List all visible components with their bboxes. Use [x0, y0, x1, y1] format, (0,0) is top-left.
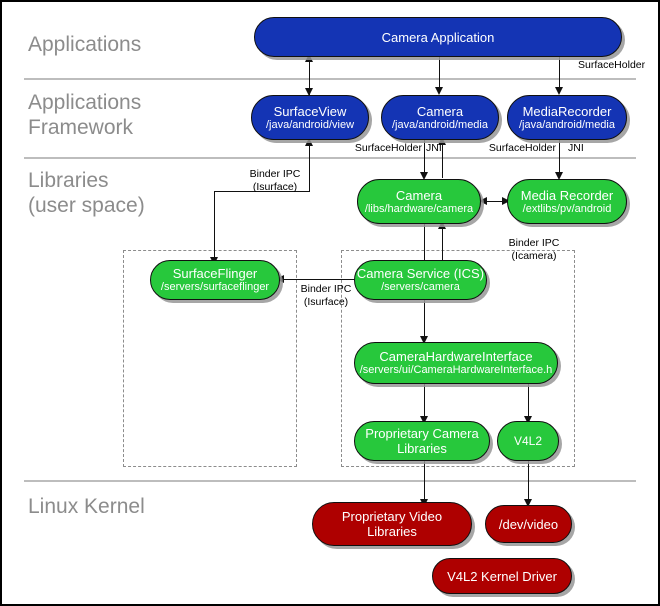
- arrowhead-up-camera-java-lib: [437, 137, 446, 145]
- connector-surfaceflinger-path-up: [309, 142, 310, 192]
- node-subtitle: /java/android/media: [391, 118, 488, 131]
- layer-label-applications-framework: Applications Framework: [28, 91, 142, 139]
- node-subtitle: /extlibs/pv/android: [522, 202, 612, 215]
- node-title: Proprietary Camera: [365, 426, 479, 441]
- connector-camera-service-surfaceflinger: [279, 279, 354, 280]
- node-subtitle: /servers/ui/CameraHardwareInterface.h: [359, 364, 553, 376]
- arrowhead-down-camera-lib: [419, 172, 428, 180]
- connector-application-mediarecorder: [559, 55, 560, 93]
- arrowhead-down-media-recorder-lib: [554, 172, 563, 180]
- arrowhead-left-camera-lib: [479, 196, 487, 205]
- edge-label-binder-ipc-isurface-service: Binder IPC (Isurface): [300, 283, 352, 308]
- edge-label-binder-ipc-isurface-top: Binder IPC (Isurface): [249, 168, 301, 193]
- arrowhead-down-dev-video: [523, 499, 532, 507]
- node-surfaceflinger[interactable]: SurfaceFlinger /servers/surfaceflinger: [150, 260, 280, 300]
- arrowhead-down-v4l2: [523, 416, 532, 424]
- edge-label-surfaceholder-app: SurfaceHolder: [578, 59, 646, 71]
- arrowhead-up-application: [304, 54, 313, 62]
- node-title: SurfaceView: [273, 103, 347, 119]
- arrowhead-down-surfaceview: [304, 88, 313, 96]
- group-box-camera-service: [341, 250, 575, 467]
- node-title: SurfaceFlinger: [172, 266, 258, 281]
- arrowhead-up-surfaceview-bottom: [304, 138, 313, 146]
- connector-binder-isurface-horizontal: [214, 191, 310, 192]
- connector-chi-v4l2: [528, 383, 529, 422]
- divider-applications: [24, 78, 636, 80]
- connector-binder-isurface-down: [214, 191, 215, 261]
- connector-application-camera-java: [439, 55, 440, 93]
- node-mediarecorder[interactable]: MediaRecorder /java/android/media: [507, 95, 627, 140]
- connector-camera-lib-media-recorder: [481, 201, 509, 202]
- node-title: V4L2 Kernel Driver: [447, 568, 557, 584]
- connector-camera-service-chi: [424, 297, 425, 342]
- node-media-recorder-lib[interactable]: Media Recorder /extlibs/pv/android: [507, 179, 627, 224]
- node-title: V4L2: [513, 433, 543, 448]
- node-title: Camera Service (ICS): [356, 266, 485, 281]
- node-subtitle: /java/android/media: [518, 118, 615, 131]
- connector-camera-service-to-lib-up: [442, 224, 443, 270]
- node-subtitle: /libs/hardware/camera: [364, 202, 474, 215]
- node-dev-video[interactable]: /dev/video: [485, 505, 572, 543]
- node-surfaceview[interactable]: SurfaceView /java/android/view: [251, 95, 369, 140]
- node-subtitle: /java/android/view: [265, 118, 355, 131]
- node-title: Camera: [416, 103, 464, 119]
- node-subtitle: /servers/camera: [381, 281, 460, 293]
- node-title: Camera Application: [381, 29, 495, 45]
- node-subtitle: /servers/surfaceflinger: [160, 281, 270, 293]
- node-v4l2-kernel-driver[interactable]: V4L2 Kernel Driver: [432, 558, 572, 594]
- arrowhead-down-chi: [419, 336, 428, 344]
- layer-label-libraries: Libraries (user space): [28, 169, 145, 217]
- node-title: /dev/video: [498, 516, 559, 532]
- edge-label-jni-mediarecorder: JNI: [568, 142, 584, 154]
- node-v4l2[interactable]: V4L2: [497, 421, 559, 461]
- arrowhead-down-mediarecorder: [554, 87, 563, 95]
- node-subtitle: Libraries: [397, 441, 447, 456]
- edge-label-surfaceholder-camera-java: SurfaceHolder: [354, 142, 422, 154]
- arrowhead-down-proprietary-camera: [419, 416, 428, 424]
- group-box-surfaceflinger: [123, 250, 297, 467]
- connector-v4l2-dev-video: [528, 459, 529, 505]
- node-camera-application[interactable]: Camera Application: [254, 17, 622, 57]
- arrowhead-down-camera-java: [434, 87, 443, 95]
- node-title: MediaRecorder: [522, 103, 612, 119]
- connector-camera-lib-to-service-down: [424, 224, 425, 270]
- edge-label-surfaceholder-mediarecorder: SurfaceHolder: [488, 142, 556, 154]
- connector-mediarecorder-to-lib: [559, 140, 560, 178]
- node-camera-service[interactable]: Camera Service (ICS) /servers/camera: [354, 260, 487, 300]
- node-camera-hal-lib[interactable]: Camera /libs/hardware/camera: [357, 179, 481, 224]
- layer-label-linux-kernel: Linux Kernel: [28, 495, 145, 518]
- node-subtitle: Libraries: [367, 524, 417, 539]
- edge-label-binder-ipc-icamera: Binder IPC (Icamera): [508, 237, 560, 262]
- node-camera-hardware-interface[interactable]: CameraHardwareInterface /servers/ui/Came…: [354, 342, 558, 384]
- node-title: Proprietary Video: [341, 509, 443, 524]
- node-proprietary-video-libraries[interactable]: Proprietary Video Libraries: [312, 502, 472, 546]
- connector-chi-proprietary-camera: [424, 383, 425, 422]
- arrowhead-right-media-recorder-lib: [502, 196, 510, 205]
- arrowhead-up-camera-lib-service: [437, 221, 446, 229]
- arrowhead-left-surfaceflinger: [276, 274, 284, 283]
- connector-proprietary-camera-video: [424, 459, 425, 505]
- layer-label-applications: Applications: [28, 33, 142, 56]
- node-title: Media Recorder: [520, 187, 614, 203]
- edge-label-jni-camera-java: JNI: [426, 142, 442, 154]
- node-proprietary-camera-libraries[interactable]: Proprietary Camera Libraries: [354, 421, 490, 461]
- connector-surfaceview-application: [309, 57, 310, 95]
- divider-framework: [24, 157, 636, 159]
- divider-libraries: [24, 480, 636, 482]
- node-title: Camera: [395, 187, 443, 203]
- connector-camera-lib-to-java-up: [442, 140, 443, 178]
- node-camera-java[interactable]: Camera /java/android/media: [381, 95, 499, 140]
- node-title: CameraHardwareInterface: [379, 349, 533, 364]
- connector-camera-java-to-lib-down: [424, 140, 425, 178]
